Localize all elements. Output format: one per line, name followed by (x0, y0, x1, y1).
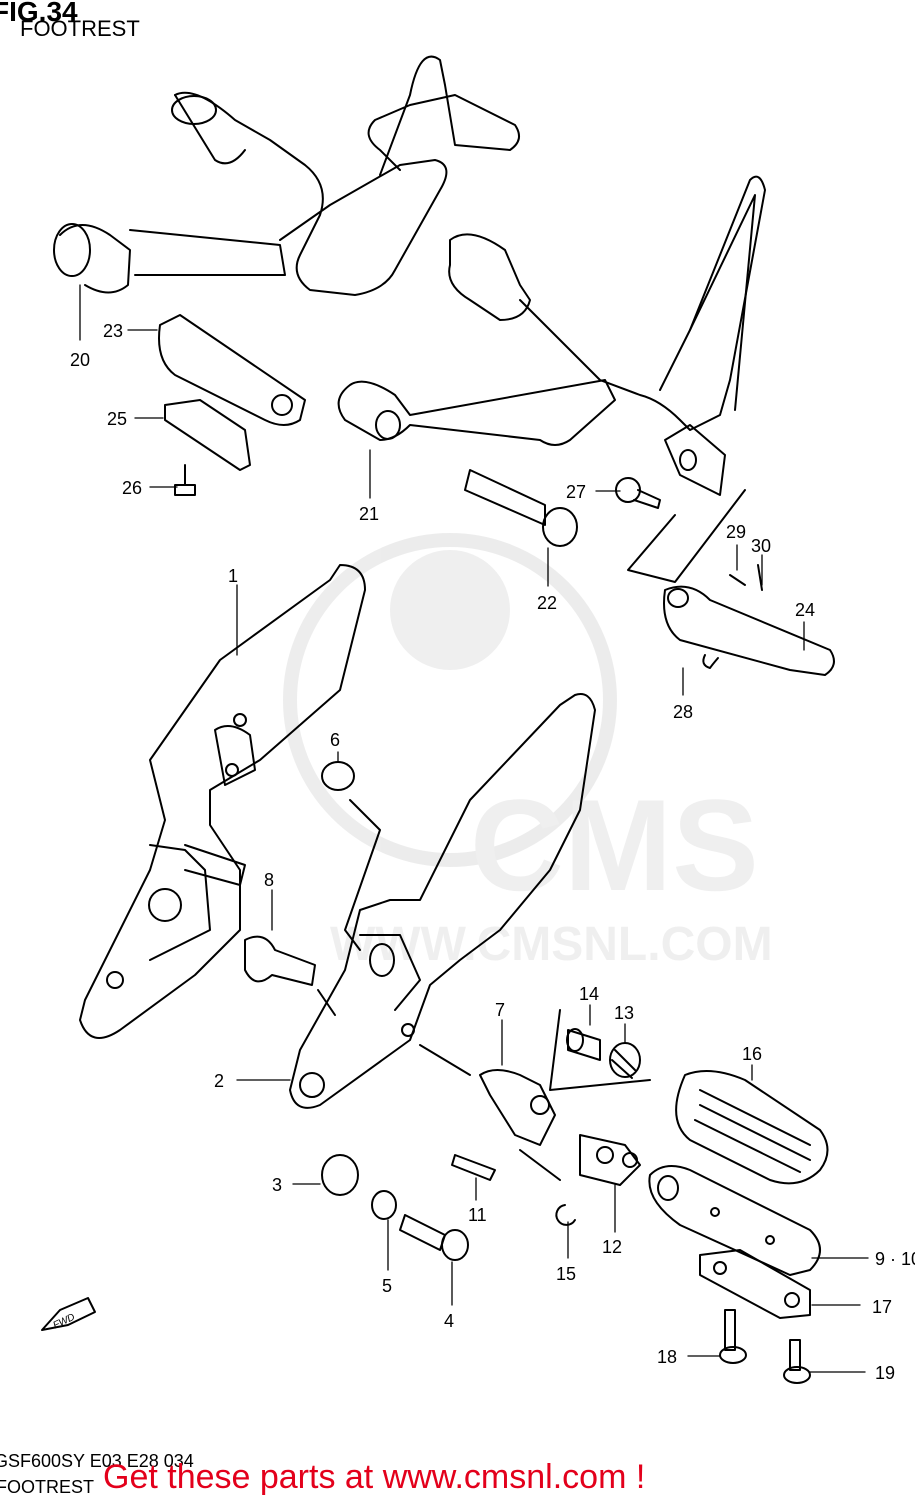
screw-19 (783, 1339, 811, 1384)
front-bracket-right (289, 693, 596, 1109)
watermark-url: WWW.CMSNL.COM (330, 918, 773, 971)
callout-14: 14 (579, 984, 599, 1004)
pin-27 (615, 477, 746, 583)
callout-11: 11 (468, 1205, 487, 1225)
footer-model-code: GSF600SY E03 E28 034 (0, 1451, 194, 1471)
rear-footpeg-left (158, 314, 306, 496)
watermark: CMS WWW.CMSNL.COM (283, 533, 773, 971)
front-bracket-left (79, 564, 366, 1039)
callout-12: 12 (602, 1237, 622, 1257)
callout-24: 24 (795, 600, 815, 620)
footpeg-9-10 (648, 1165, 821, 1276)
callout-25: 25 (107, 409, 127, 429)
callout-28: 28 (673, 702, 693, 722)
bolt-4 (399, 1214, 469, 1261)
callout-30: 30 (751, 536, 771, 556)
footpeg-rubber-16 (675, 1070, 829, 1185)
watermark-logo: CMS (470, 772, 759, 918)
callout-27: 27 (566, 482, 586, 502)
bracket-17 (699, 1249, 811, 1319)
pin-11 (451, 1154, 496, 1181)
footer-cta-link[interactable]: Get these parts at www.cmsnl.com ! (103, 1458, 646, 1496)
callout-1: 1 (228, 566, 238, 586)
callout-5: 5 (382, 1276, 392, 1296)
callout-22: 22 (537, 593, 557, 613)
callout-labels: 1 2 3 4 5 6 7 8 9 · 10 11 12 13 14 15 16… (51, 321, 915, 1383)
figure-title: FIG.34 (0, 0, 78, 27)
fwd-arrow-icon (41, 1297, 96, 1331)
leader-lines (79, 284, 869, 1373)
screw-18 (719, 1309, 747, 1364)
callout-26: 26 (122, 478, 142, 498)
bolt-8 (244, 935, 336, 1016)
washer-5 (371, 1190, 397, 1220)
callout-7: 7 (495, 1000, 505, 1020)
callout-17: 17 (872, 1297, 892, 1317)
callout-19: 19 (875, 1363, 895, 1383)
spring-13 (609, 1042, 641, 1079)
callout-16: 16 (742, 1044, 762, 1064)
callout-3: 3 (272, 1175, 282, 1195)
callout-9-10: 9 · 10 (875, 1249, 915, 1269)
eclip-15 (555, 1204, 576, 1226)
callout-2: 2 (214, 1071, 224, 1091)
rear-footpeg-right (663, 564, 835, 676)
callout-23: 23 (103, 321, 123, 341)
rear-footrest-bracket (53, 55, 520, 296)
callout-15: 15 (556, 1264, 576, 1284)
collar-3 (321, 1154, 359, 1196)
bolt-22 (464, 469, 578, 547)
callout-29: 29 (726, 522, 746, 542)
callout-20: 20 (70, 350, 90, 370)
callout-18: 18 (657, 1347, 677, 1367)
bracket-12 (579, 1134, 641, 1186)
spacer-14 (566, 1028, 601, 1061)
callout-13: 13 (614, 1003, 634, 1023)
pivot-7 (479, 1069, 556, 1146)
footer-section-name: FOOTREST (0, 1477, 94, 1497)
right-rear-bracket (337, 175, 766, 496)
callout-8: 8 (264, 870, 274, 890)
figure-subtitle: FOOTREST (20, 16, 140, 41)
callout-4: 4 (444, 1311, 454, 1331)
callout-21: 21 (359, 504, 379, 524)
callout-6: 6 (330, 730, 340, 750)
washer-6 (321, 761, 355, 791)
